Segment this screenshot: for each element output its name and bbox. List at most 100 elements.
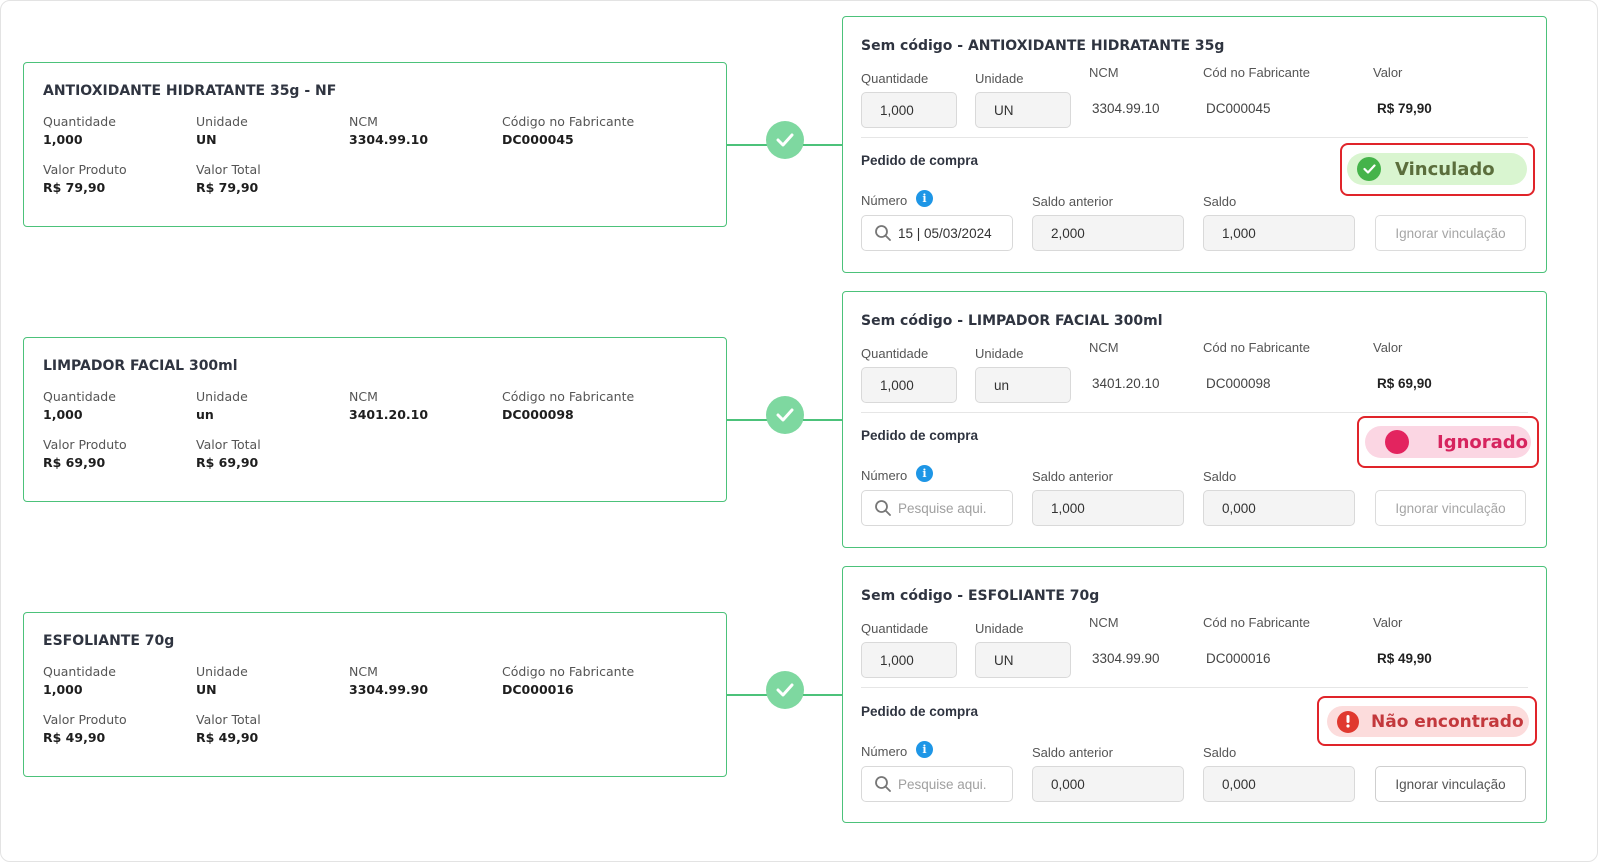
numero-search-input[interactable]: Pesquise aqui. xyxy=(861,490,1013,526)
saldo-anterior-label: Saldo anterior xyxy=(1032,745,1113,760)
status-label: Não encontrado xyxy=(1371,711,1524,732)
quantidade-field[interactable]: 1,000 xyxy=(861,642,957,678)
connector-line xyxy=(803,694,843,696)
saldo-label: Saldo xyxy=(1203,469,1237,484)
nf-item-title: ESFOLIANTE 70g xyxy=(43,633,175,649)
nf-quantidade-value: 1,000 xyxy=(43,407,83,422)
nf-valor-produto-label: Valor Produto xyxy=(43,437,127,452)
numero-value: 15 | 05/03/2024 xyxy=(898,225,992,241)
valor-label: Valor xyxy=(1373,340,1403,355)
numero-search-input[interactable]: 15 | 05/03/2024 xyxy=(861,215,1013,251)
numero-label: Número xyxy=(861,468,908,483)
nf-item-title: LIMPADOR FACIAL 300ml xyxy=(43,358,238,374)
numero-label: Número xyxy=(861,193,908,208)
nf-item-card: LIMPADOR FACIAL 300ml Quantidade 1,000 U… xyxy=(23,337,727,502)
nf-quantidade-label: Quantidade xyxy=(43,114,116,129)
check-icon xyxy=(766,671,804,709)
saldo-field[interactable]: 1,000 xyxy=(1203,215,1355,251)
unidade-label: Unidade xyxy=(975,621,1024,636)
nf-item-card: ANTIOXIDANTE HIDRATANTE 35g - NF Quantid… xyxy=(23,62,727,227)
alert-icon xyxy=(1337,710,1359,733)
saldo-field[interactable]: 0,000 xyxy=(1203,766,1355,802)
divider xyxy=(861,687,1528,688)
status-badge-nao-encontrado: Não encontrado xyxy=(1327,706,1529,737)
status-badge-ignorado: Ignorado xyxy=(1365,426,1531,458)
nf-valor-total-label: Valor Total xyxy=(196,712,261,727)
nf-quantidade: Quantidade 1,000 xyxy=(43,114,116,147)
nf-unidade: Unidade UN xyxy=(196,114,248,147)
product-title: Sem código - ANTIOXIDANTE HIDRATANTE 35g xyxy=(861,38,1225,54)
nf-valor-total-value: R$ 49,90 xyxy=(196,730,259,745)
cod-fabricante-value: DC000045 xyxy=(1206,101,1271,116)
nf-valor-produto: Valor Produto R$ 49,90 xyxy=(43,712,127,745)
nf-unidade: Unidade UN xyxy=(196,664,248,697)
nf-valor-produto-value: R$ 79,90 xyxy=(43,180,106,195)
quantidade-label: Quantidade xyxy=(861,71,929,86)
ncm-value: 3304.99.10 xyxy=(1092,101,1160,116)
nf-ncm-label: NCM xyxy=(349,114,378,129)
saldo-label: Saldo xyxy=(1203,194,1237,209)
check-circle-icon xyxy=(1357,157,1381,181)
nf-valor-produto-value: R$ 69,90 xyxy=(43,455,106,470)
nf-unidade-label: Unidade xyxy=(196,389,248,404)
check-icon xyxy=(766,396,804,434)
quantidade-field[interactable]: 1,000 xyxy=(861,92,957,128)
nf-ncm: NCM 3304.99.90 xyxy=(349,664,428,697)
nf-unidade-label: Unidade xyxy=(196,114,248,129)
valor-value: R$ 79,90 xyxy=(1377,101,1432,116)
nf-quantidade: Quantidade 1,000 xyxy=(43,664,116,697)
info-icon[interactable]: i xyxy=(916,465,933,482)
unidade-field[interactable]: un xyxy=(975,367,1071,403)
cod-fabricante-label: Cód no Fabricante xyxy=(1203,615,1310,630)
saldo-anterior-field[interactable]: 0,000 xyxy=(1032,766,1184,802)
nf-valor-total-label: Valor Total xyxy=(196,162,261,177)
saldo-field[interactable]: 0,000 xyxy=(1203,490,1355,526)
status-badge-vinculado: Vinculado xyxy=(1347,153,1527,185)
info-icon[interactable]: i xyxy=(916,741,933,758)
pedido-compra-title: Pedido de compra xyxy=(861,428,979,443)
search-icon xyxy=(875,500,891,516)
ignorar-vinculacao-button[interactable]: Ignorar vinculação xyxy=(1375,766,1526,802)
saldo-anterior-field[interactable]: 2,000 xyxy=(1032,215,1184,251)
quantidade-field[interactable]: 1,000 xyxy=(861,367,957,403)
ncm-value: 3304.99.90 xyxy=(1092,651,1160,666)
nf-unidade-value: UN xyxy=(196,682,217,697)
info-icon[interactable]: i xyxy=(916,190,933,207)
nf-valor-produto-label: Valor Produto xyxy=(43,162,127,177)
connector-line xyxy=(727,144,767,146)
status-label: Ignorado xyxy=(1437,431,1529,453)
nf-codigo-value: DC000098 xyxy=(502,407,574,422)
nf-ncm-value: 3304.99.10 xyxy=(349,132,429,147)
ncm-label: NCM xyxy=(1089,615,1119,630)
check-icon xyxy=(766,121,804,159)
nf-valor-total: Valor Total R$ 49,90 xyxy=(196,712,261,745)
nf-ncm-label: NCM xyxy=(349,664,378,679)
nf-valor-total: Valor Total R$ 69,90 xyxy=(196,437,261,470)
connector-line xyxy=(803,144,843,146)
nf-ncm-label: NCM xyxy=(349,389,378,404)
ignorar-vinculacao-button[interactable]: Ignorar vinculação xyxy=(1375,215,1526,251)
nf-codigo-label: Código no Fabricante xyxy=(502,114,635,129)
ignorar-vinculacao-button[interactable]: Ignorar vinculação xyxy=(1375,490,1526,526)
numero-search-input[interactable]: Pesquise aqui. xyxy=(861,766,1013,802)
unidade-field[interactable]: UN xyxy=(975,92,1071,128)
saldo-anterior-label: Saldo anterior xyxy=(1032,194,1113,209)
cod-fabricante-label: Cód no Fabricante xyxy=(1203,65,1310,80)
saldo-anterior-field[interactable]: 1,000 xyxy=(1032,490,1184,526)
nf-valor-total-value: R$ 69,90 xyxy=(196,455,259,470)
nf-codigo-value: DC000045 xyxy=(502,132,574,147)
nf-codigo: Código no Fabricante DC000098 xyxy=(502,389,634,422)
nf-ncm: NCM 3304.99.10 xyxy=(349,114,428,147)
pedido-compra-title: Pedido de compra xyxy=(861,704,979,719)
nf-valor-produto: Valor Produto R$ 79,90 xyxy=(43,162,127,195)
product-card: Sem código - LIMPADOR FACIAL 300ml Quant… xyxy=(842,291,1547,548)
divider xyxy=(861,137,1528,138)
valor-label: Valor xyxy=(1373,615,1403,630)
unidade-field[interactable]: UN xyxy=(975,642,1071,678)
nf-valor-produto-label: Valor Produto xyxy=(43,712,127,727)
connector-line xyxy=(803,419,843,421)
nf-unidade: Unidade un xyxy=(196,389,248,422)
search-icon xyxy=(875,776,891,792)
nf-valor-produto-value: R$ 49,90 xyxy=(43,730,106,745)
